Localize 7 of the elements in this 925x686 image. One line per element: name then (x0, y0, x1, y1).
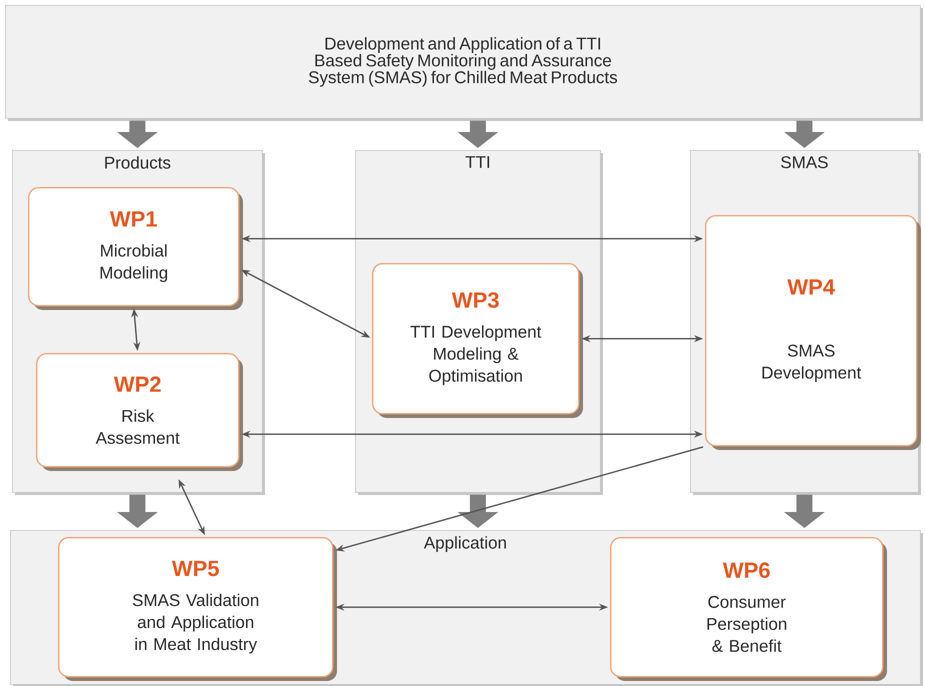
work-package-box: WP3 TTI Development Modeling & Optimisation (372, 263, 583, 418)
work-package-box: WP1 Microbial Modeling (28, 187, 243, 310)
work-package-box: WP5 SMAS Validation and Application in Meat Industry (58, 537, 337, 681)
work-package-box: WP4 SMAS Development (705, 215, 921, 450)
work-package-box: WP6 Consumer Perseption & Benefit (610, 537, 888, 681)
title-banner: Development and Application of a TTI Based Safety Monitoring and Assurance System (SMAS) for Chilled Meat Products (5, 5, 923, 121)
work-package-box: WP2 Risk Assesment (36, 353, 243, 471)
